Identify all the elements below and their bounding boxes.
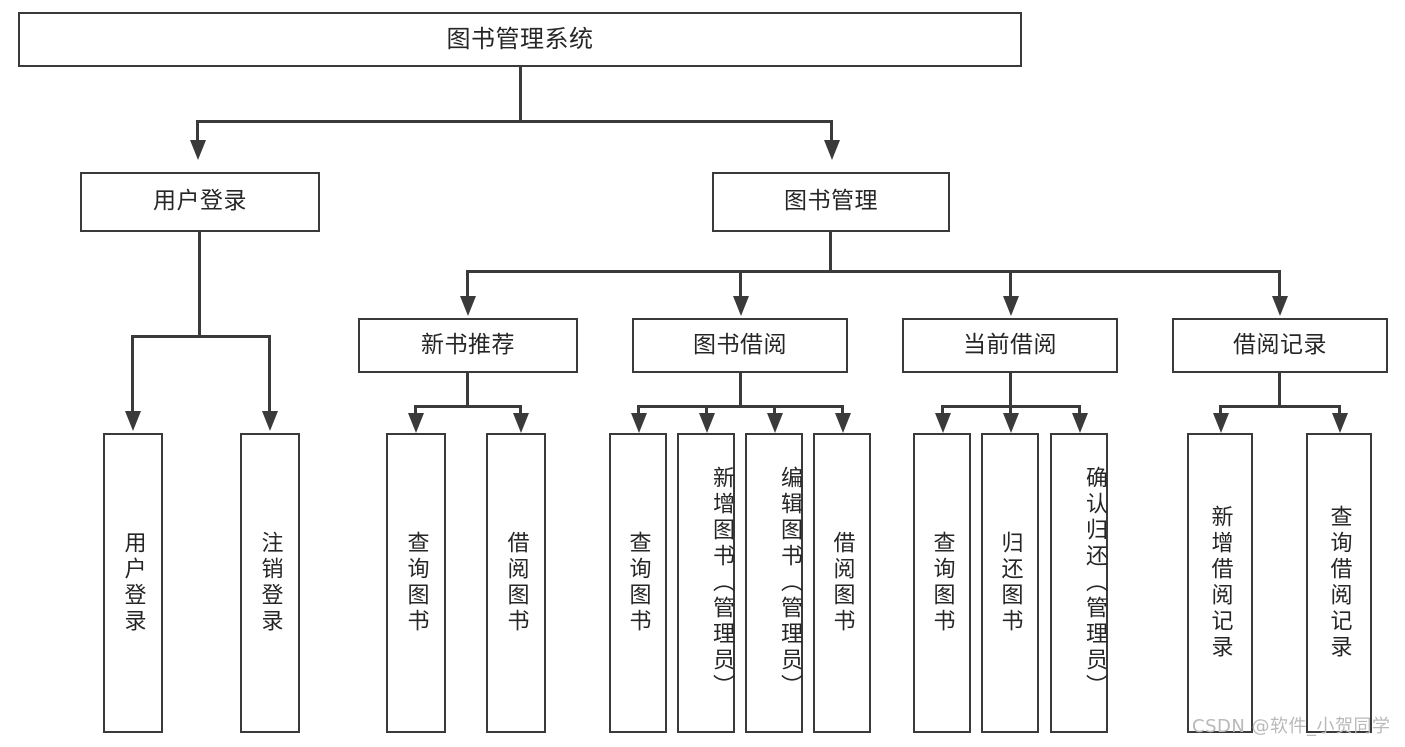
connector-current-borrow-to-leaf-3 <box>1078 405 1081 415</box>
node-borrow-record[interactable]: 借阅记录 <box>1172 318 1388 373</box>
leaf-query-book-recommend[interactable]: 查询图书 <box>386 433 446 733</box>
connector-root-stem <box>519 67 522 122</box>
connector-book-borrow-stem <box>739 373 742 407</box>
arrow-root-to-book-manage <box>824 140 840 160</box>
node-book-borrow[interactable]: 图书借阅 <box>632 318 848 373</box>
connector-user-login-to-leaf-1 <box>131 335 134 413</box>
connector-current-borrow-to-leaf-1 <box>941 405 944 415</box>
connector-user-login-to-leaf-2 <box>268 335 271 413</box>
connector-borrow-record-bar <box>1219 405 1341 408</box>
node-user-login[interactable]: 用户登录 <box>80 172 320 232</box>
connector-book-manage-to-new-book <box>466 270 469 298</box>
connector-book-manage-bar <box>466 270 1278 273</box>
leaf-borrow-book[interactable]: 借阅图书 <box>813 433 871 733</box>
connector-root-to-book-manage <box>830 120 833 142</box>
connector-current-borrow-to-leaf-2 <box>1009 405 1012 415</box>
connector-current-borrow-stem <box>1009 373 1012 407</box>
connector-book-manage-to-borrow-record <box>1278 270 1281 298</box>
arrow-current-borrow-to-leaf-1 <box>935 413 951 433</box>
arrow-book-manage-to-book-borrow <box>733 296 749 316</box>
node-current-borrow[interactable]: 当前借阅 <box>902 318 1118 373</box>
connector-book-manage-to-book-borrow <box>739 270 742 298</box>
connector-user-login-bar <box>131 335 271 338</box>
leaf-edit-book-admin[interactable]: 编辑图书（管理员） <box>745 433 803 733</box>
arrow-book-manage-to-current-borrow <box>1003 296 1019 316</box>
connector-borrow-record-to-leaf-1 <box>1219 405 1222 415</box>
connector-book-manage-stem <box>829 232 832 272</box>
connector-book-borrow-to-leaf-1 <box>637 405 640 415</box>
connector-new-book-bar <box>414 405 522 408</box>
leaf-logout[interactable]: 注销登录 <box>240 433 300 733</box>
arrow-book-manage-to-borrow-record <box>1272 296 1288 316</box>
leaf-confirm-return-admin[interactable]: 确认归还（管理员） <box>1050 433 1108 733</box>
arrow-borrow-record-to-leaf-2 <box>1332 413 1348 433</box>
node-new-book-recommend[interactable]: 新书推荐 <box>358 318 578 373</box>
arrow-new-book-to-leaf-1 <box>408 413 424 433</box>
connector-user-login-stem <box>198 232 201 337</box>
connector-borrow-record-to-leaf-2 <box>1338 405 1341 415</box>
leaf-add-borrow-record[interactable]: 新增借阅记录 <box>1187 433 1253 733</box>
arrow-book-borrow-to-leaf-3 <box>767 413 783 433</box>
connector-new-book-to-leaf-2 <box>519 405 522 415</box>
arrow-book-borrow-to-leaf-4 <box>835 413 851 433</box>
leaf-query-book-borrow[interactable]: 查询图书 <box>609 433 667 733</box>
arrow-new-book-to-leaf-2 <box>513 413 529 433</box>
connector-book-borrow-bar <box>637 405 844 408</box>
arrow-user-login-to-leaf-1 <box>125 411 141 431</box>
arrow-borrow-record-to-leaf-1 <box>1213 413 1229 433</box>
node-book-management[interactable]: 图书管理 <box>712 172 950 232</box>
watermark-text: CSDN @软件_小贺同学 <box>1192 716 1391 737</box>
connector-book-manage-to-current-borrow <box>1009 270 1012 298</box>
connector-book-borrow-to-leaf-4 <box>841 405 844 415</box>
connector-root-bar <box>196 120 833 123</box>
connector-root-to-user-login <box>196 120 199 142</box>
connector-borrow-record-stem <box>1278 373 1281 407</box>
arrow-book-manage-to-new-book <box>460 296 476 316</box>
arrow-current-borrow-to-leaf-3 <box>1072 413 1088 433</box>
connector-new-book-to-leaf-1 <box>414 405 417 415</box>
leaf-add-book-admin[interactable]: 新增图书（管理员） <box>677 433 735 733</box>
arrow-current-borrow-to-leaf-2 <box>1003 413 1019 433</box>
leaf-user-login[interactable]: 用户登录 <box>103 433 163 733</box>
arrow-book-borrow-to-leaf-2 <box>699 413 715 433</box>
leaf-query-book-current[interactable]: 查询图书 <box>913 433 971 733</box>
arrow-root-to-user-login <box>190 140 206 160</box>
connector-book-borrow-to-leaf-2 <box>705 405 708 415</box>
arrow-user-login-to-leaf-2 <box>262 411 278 431</box>
connector-new-book-stem <box>466 373 469 407</box>
connector-book-borrow-to-leaf-3 <box>773 405 776 415</box>
leaf-return-book[interactable]: 归还图书 <box>981 433 1039 733</box>
leaf-borrow-book-recommend[interactable]: 借阅图书 <box>486 433 546 733</box>
node-root-system[interactable]: 图书管理系统 <box>18 12 1022 67</box>
arrow-book-borrow-to-leaf-1 <box>631 413 647 433</box>
leaf-query-borrow-record[interactable]: 查询借阅记录 <box>1306 433 1372 733</box>
